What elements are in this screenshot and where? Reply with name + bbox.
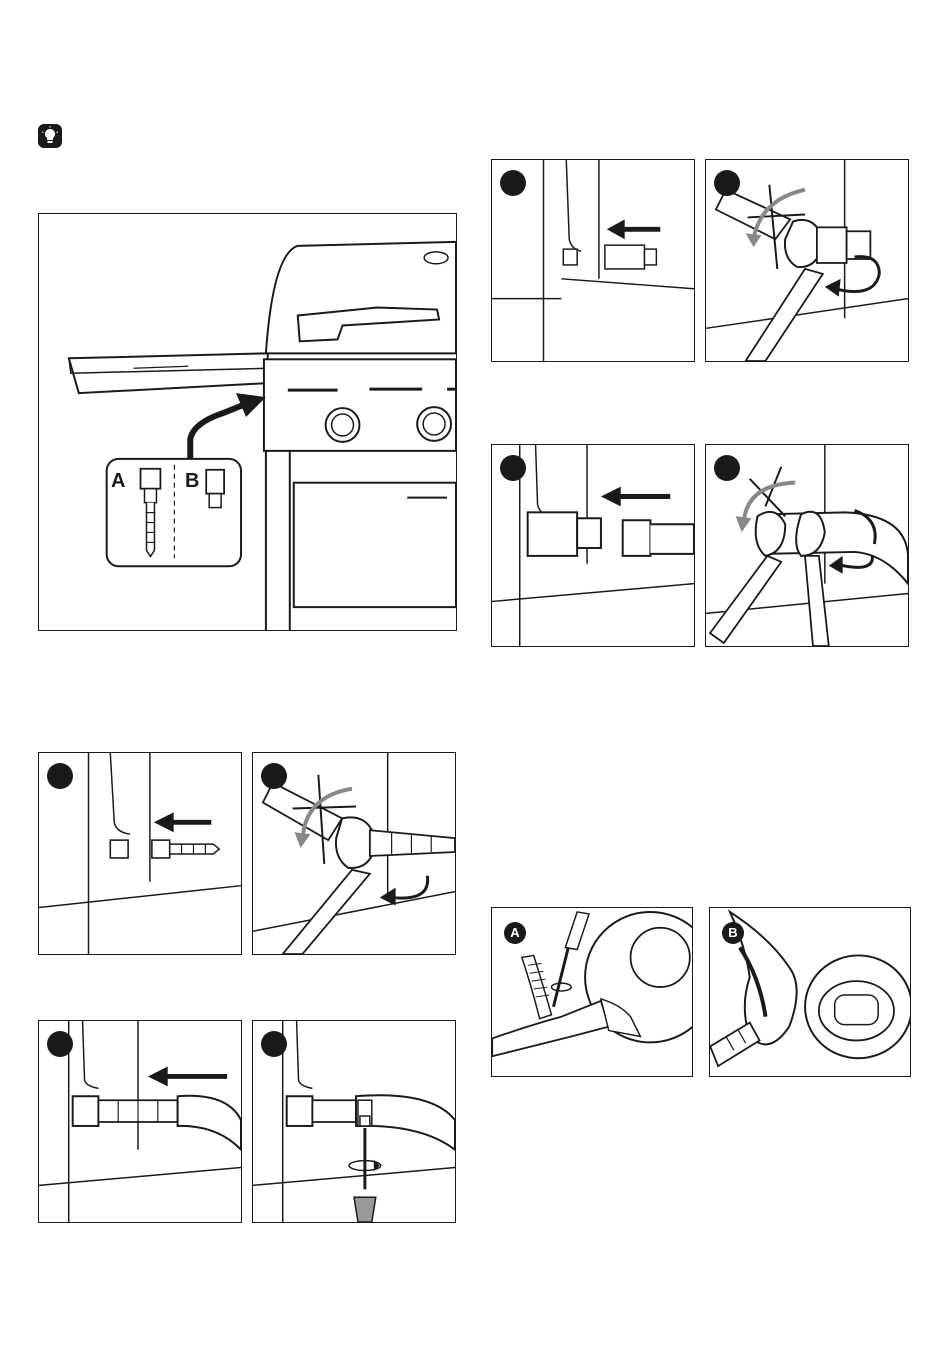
option-marker-a: A xyxy=(504,922,526,944)
step-panel-attach-hose xyxy=(491,444,695,647)
hose-option-panel-a: A xyxy=(491,907,693,1077)
step-marker xyxy=(47,1031,73,1057)
step-panel-push-hose xyxy=(38,1020,242,1223)
step-marker xyxy=(261,763,287,789)
hose-option-panel-b: B xyxy=(709,907,911,1077)
step-panel-clamp-hose xyxy=(252,1020,456,1223)
step-marker xyxy=(714,455,740,481)
grill-overview-panel: A B xyxy=(38,213,457,631)
grill-illustration xyxy=(39,214,456,630)
step-panel-tighten-nozzle xyxy=(252,752,456,955)
callout-label-b: B xyxy=(185,470,199,493)
callout-label-a: A xyxy=(111,470,125,493)
step-marker xyxy=(500,455,526,481)
step-marker xyxy=(261,1031,287,1057)
option-marker-b: B xyxy=(722,922,744,944)
step-panel-remove-plug xyxy=(491,159,695,362)
step-panel-tighten-adapter xyxy=(705,159,909,362)
step-panel-tighten-hose xyxy=(705,444,909,647)
lightbulb-icon xyxy=(38,124,62,148)
step-panel-insert-nozzle xyxy=(38,752,242,955)
step-marker xyxy=(500,170,526,196)
step-marker xyxy=(47,763,73,789)
step-marker xyxy=(714,170,740,196)
